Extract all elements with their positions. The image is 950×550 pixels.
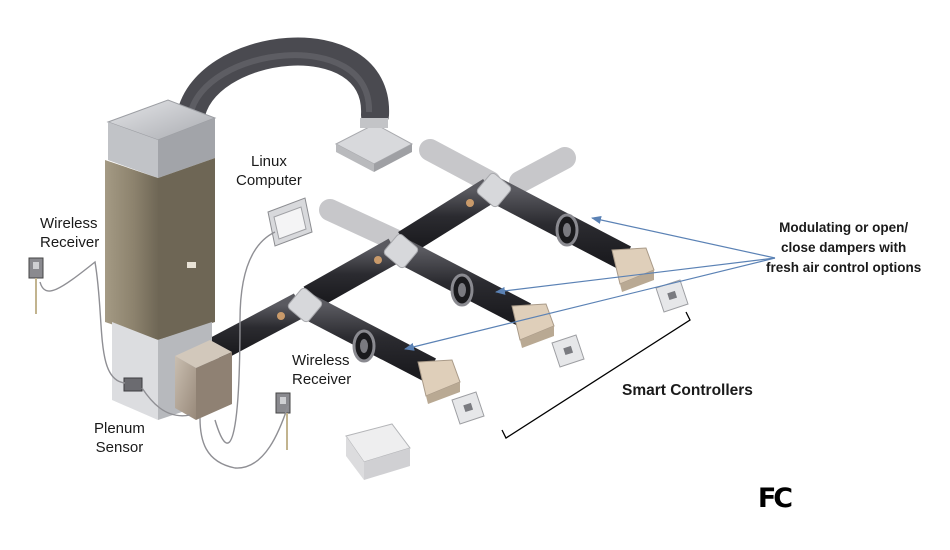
wireless-receiver-center-device xyxy=(275,392,291,450)
plenum-sensor-label: Plenum Sensor xyxy=(94,420,145,456)
damper-2 xyxy=(450,273,474,307)
flex-duct xyxy=(176,37,389,134)
register-boots xyxy=(417,247,655,404)
damper-callout-arrows xyxy=(404,216,776,351)
zone-dampers xyxy=(352,213,579,363)
wireless-receiver-left-device xyxy=(28,257,44,314)
fcc-logo: FC xyxy=(757,482,793,514)
damper-1 xyxy=(352,329,376,363)
control-junction-box xyxy=(175,340,232,420)
wireless-receiver-center-label: Wireless Receiver xyxy=(292,352,352,388)
dampers-callout-text: Modulating or open/ close dampers with f… xyxy=(766,220,922,275)
wireless-receiver-left-label: Wireless Receiver xyxy=(40,215,100,251)
plenum-sensor-device xyxy=(123,377,143,392)
control-wiring xyxy=(39,231,289,469)
gateway-box xyxy=(345,423,411,480)
linux-computer-device xyxy=(267,197,313,247)
damper-3 xyxy=(555,213,579,247)
flex-duct-highlight xyxy=(187,52,373,117)
smart-controller-devices xyxy=(451,279,689,425)
smart-controllers-label: Smart Controllers xyxy=(622,382,753,399)
ceiling-diffuser xyxy=(334,118,414,172)
smart-controllers-bracket xyxy=(501,311,691,439)
linux-computer-label: Linux Computer xyxy=(236,153,302,189)
